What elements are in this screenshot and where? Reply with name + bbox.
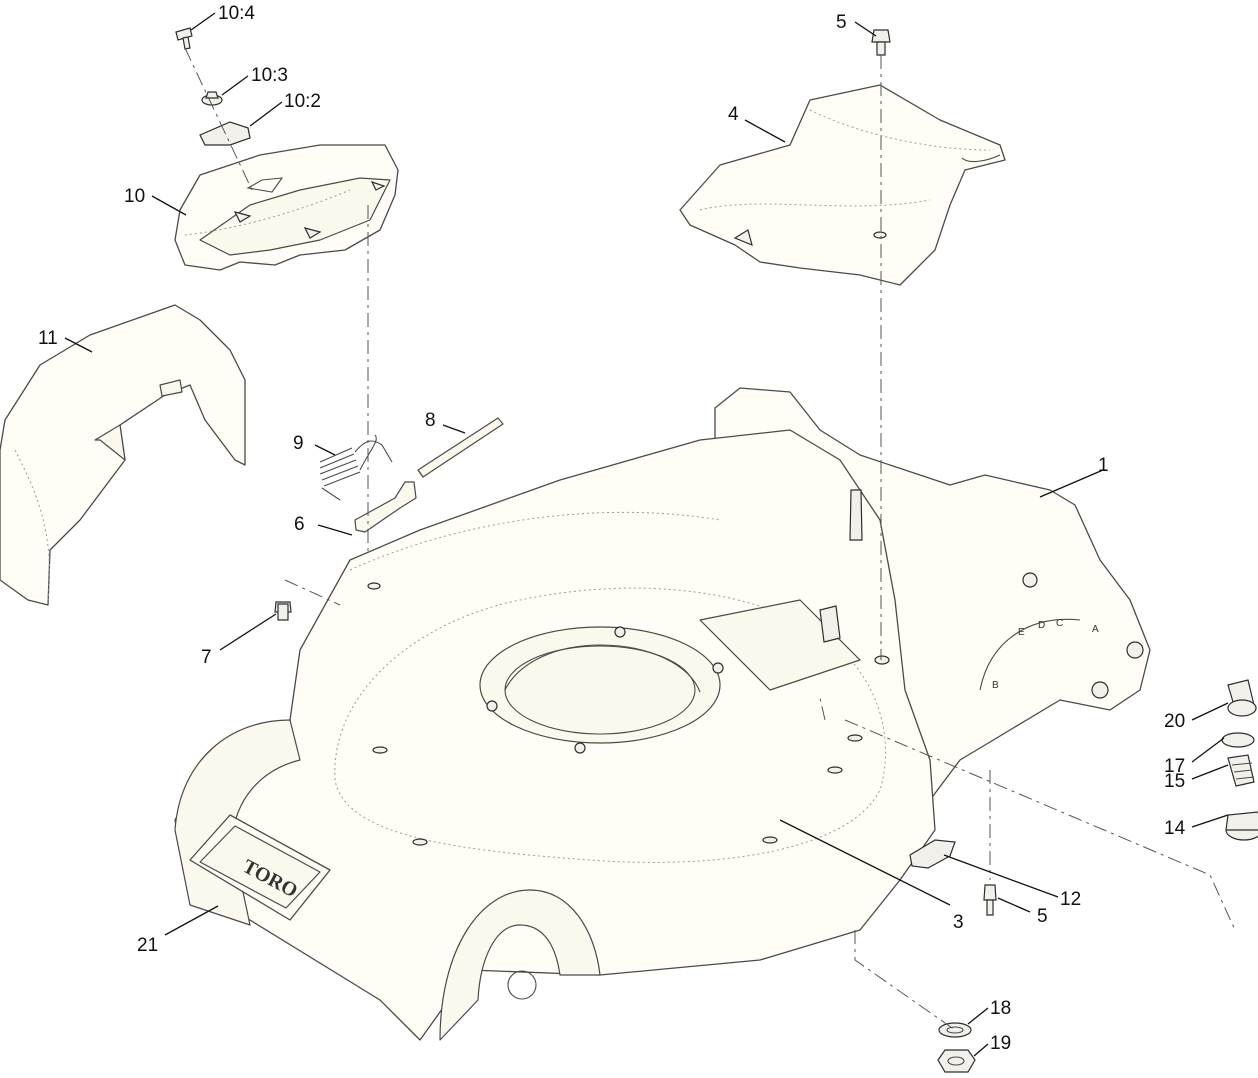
deflector-screw	[175, 27, 193, 50]
callout-4: 4	[728, 104, 739, 125]
hex-nut	[937, 1049, 976, 1073]
rear-flap-cover	[0, 304, 246, 606]
callout-10-3: 10:3	[251, 65, 288, 86]
callout-7: 7	[201, 647, 212, 668]
wash-port-fitting	[1227, 754, 1255, 787]
lock-washer	[938, 1022, 972, 1038]
callout-9: 9	[293, 433, 304, 454]
callout-3: 3	[953, 912, 964, 933]
callout-6: 6	[294, 514, 305, 535]
callout-5-bottom: 5	[1037, 906, 1048, 927]
callout-21: 21	[137, 935, 158, 956]
callout-10-4: 10:4	[218, 3, 255, 24]
height-mark-a: A	[1092, 624, 1099, 635]
wash-port-adapter	[1227, 679, 1257, 717]
height-mark-c: C	[1056, 618, 1063, 629]
callout-15: 15	[1164, 771, 1185, 792]
height-mark-e: E	[1018, 627, 1025, 638]
wash-port-bracket	[909, 839, 956, 869]
callout-8: 8	[425, 410, 436, 431]
callout-10-2: 10:2	[284, 91, 321, 112]
height-mark-d: D	[1038, 620, 1045, 631]
hinge-bracket	[354, 481, 417, 533]
height-mark-b: B	[992, 680, 999, 691]
wash-port-nut	[1225, 811, 1258, 841]
heat-shield	[679, 84, 1006, 286]
toro-logo-plate: TORO	[189, 814, 331, 921]
flange-bolt	[274, 601, 292, 621]
mower-deck: E D C A B	[174, 387, 1151, 1041]
callout-18: 18	[990, 998, 1011, 1019]
callout-12: 12	[1060, 889, 1081, 910]
callout-17: 17	[1164, 756, 1185, 777]
torsion-spring	[319, 434, 393, 501]
callout-labels: 1 3 4 5 5 6 7 8 9 10 10:2 10:3 10:4 11 1…	[38, 3, 1186, 1054]
leader-lines	[64, 12, 1229, 1057]
callout-20: 20	[1164, 711, 1185, 732]
wash-port-oring	[1221, 732, 1255, 748]
callout-1: 1	[1098, 455, 1109, 476]
heat-shield-screw	[871, 29, 891, 56]
callout-14: 14	[1164, 818, 1186, 839]
callout-5-top: 5	[836, 12, 847, 33]
discharge-deflector	[174, 144, 399, 271]
bracket-bolt	[983, 884, 997, 916]
callout-10: 10	[124, 186, 145, 207]
callout-11: 11	[38, 328, 58, 349]
callout-19: 19	[990, 1033, 1011, 1054]
hinge-rod	[417, 417, 504, 478]
